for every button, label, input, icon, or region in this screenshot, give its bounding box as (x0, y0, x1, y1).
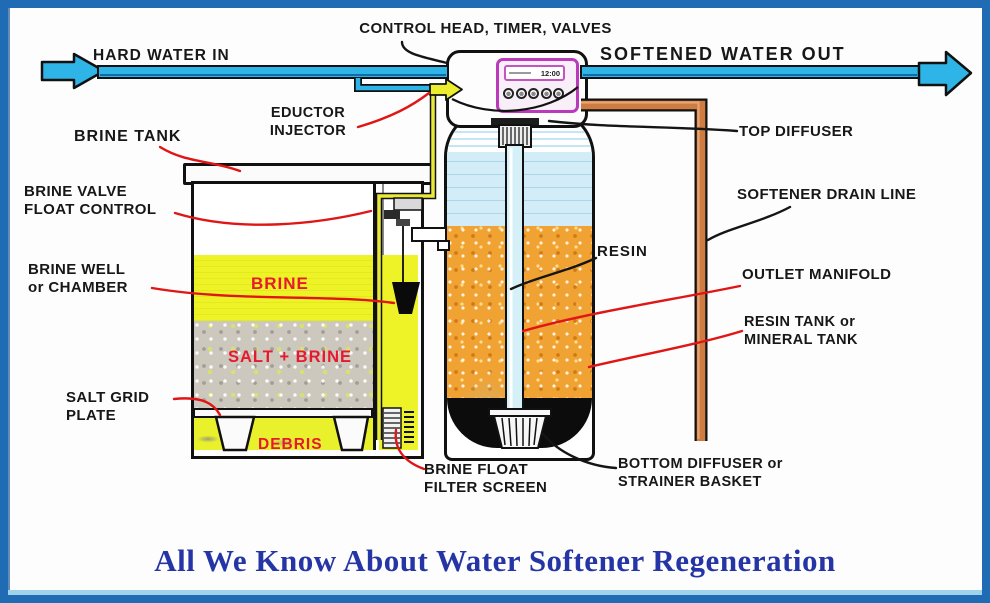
outlet-pipe (580, 65, 920, 79)
label-resin: RESIN (597, 243, 648, 260)
control-button (553, 88, 564, 99)
bottom-accent-strip (8, 590, 982, 595)
control-button (503, 88, 514, 99)
leader-resin-tank (587, 329, 744, 369)
label-softened-water-out: SOFTENED WATER OUT (600, 44, 846, 64)
drain-pipe (581, 98, 708, 441)
page-title: All We Know About Water Softener Regener… (154, 543, 836, 578)
resin-bed (447, 226, 592, 446)
chamber-brine (379, 255, 418, 450)
label-resin-tank-or-mineral-tank: RESIN TANK or MINERAL TANK (744, 314, 858, 348)
inlet-pipe (97, 65, 449, 79)
brine-tank (191, 181, 424, 459)
display-time: 12:00 (540, 68, 560, 78)
control-button (528, 88, 539, 99)
salt-brine-layer (194, 321, 376, 409)
control-button (515, 88, 527, 99)
water-layer (447, 152, 592, 226)
label-salt-plus-brine: SALT + BRINE (228, 348, 352, 366)
label-bottom-diffuser-or-strainer-basket: BOTTOM DIFFUSER or STRAINER BASKET (618, 456, 783, 490)
label-hard-water-in: HARD WATER IN (93, 47, 230, 64)
label-brine-float-filter-screen: BRINE FLOAT FILTER SCREEN (424, 461, 548, 497)
softened-water-arrow-icon (917, 50, 973, 97)
label-softener-drain-line: SOFTENER DRAIN LINE (737, 186, 917, 203)
label-top-diffuser: TOP DIFFUSER (739, 123, 854, 140)
label-brine: BRINE (251, 274, 309, 293)
control-button (540, 88, 552, 99)
bypass-pipe (354, 78, 430, 92)
label-debris: DEBRIS (258, 436, 323, 453)
label-salt-grid-plate: SALT GRID PLATE (66, 389, 150, 425)
resin-tank (444, 107, 595, 461)
control-display: 12:00 (504, 65, 565, 81)
leader-softener-drain (706, 205, 792, 242)
label-brine-valve-float-control: BRINE VALVE FLOAT CONTROL (24, 183, 157, 219)
label-eductor-injector: EDUCTOR INJECTOR (269, 105, 347, 139)
leader-eductor-injector (356, 91, 431, 129)
control-buttons (503, 88, 564, 99)
label-outlet-manifold: OUTLET MANIFOLD (742, 266, 892, 283)
label-brine-tank: BRINE TANK (74, 128, 182, 145)
leader-control-head (400, 40, 449, 65)
brine-well-chamber (373, 184, 418, 450)
label-control-head: CONTROL HEAD, TIMER, VALVES (359, 20, 612, 37)
control-panel: 12:00 (496, 58, 579, 113)
label-brine-well-or-chamber: BRINE WELL or CHAMBER (28, 261, 128, 297)
